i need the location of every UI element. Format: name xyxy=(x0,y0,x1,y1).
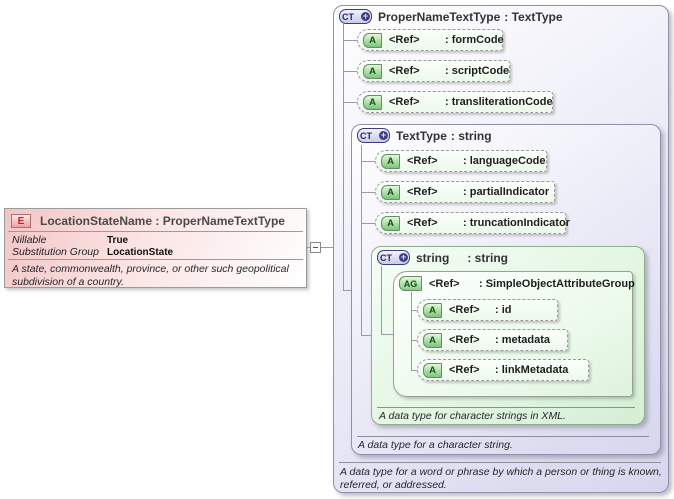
complex-type-icon: CT+ xyxy=(357,128,390,143)
attribute-row-partialIndicator[interactable]: A <Ref> : partialIndicator xyxy=(375,181,555,203)
attribute-name: : formCode xyxy=(445,34,504,46)
attribute-name: : truncationIndicator xyxy=(463,217,570,229)
type-base: : string xyxy=(467,250,509,265)
property-label: Substitution Group xyxy=(12,246,99,258)
attribute-name: : linkMetadata xyxy=(495,364,569,376)
header-ProperNameTextType: CT+ ProperNameTextType : TextType xyxy=(339,9,563,24)
attribute-icon: A xyxy=(363,94,382,110)
element-box-LocationStateName[interactable]: E LocationStateName : ProperNameTextType… xyxy=(4,208,307,288)
attribute-name: : partialIndicator xyxy=(463,186,550,198)
ref-label: <Ref> xyxy=(407,217,438,229)
element-title: LocationStateName : ProperNameTextType xyxy=(40,214,285,228)
annotation-separator xyxy=(339,462,661,463)
plus-badge-icon: + xyxy=(379,130,388,140)
attribute-icon: A xyxy=(363,63,382,79)
type-name: TextType xyxy=(396,128,447,143)
property-value: True xyxy=(107,235,129,246)
type-name: string xyxy=(416,250,450,265)
attribute-name: : transliterationCode xyxy=(445,96,553,108)
attribute-icon: A xyxy=(381,215,400,231)
ref-label: <Ref> xyxy=(389,34,420,46)
complex-type-icon: CT+ xyxy=(339,9,372,24)
attribute-row-formCode[interactable]: A <Ref> : formCode xyxy=(357,29,504,51)
divider xyxy=(8,231,303,232)
connector-line xyxy=(343,40,357,41)
header-SimpleObjectAttributeGroup: AG <Ref> : SimpleObjectAttributeGroup xyxy=(399,276,635,291)
attribute-name: : scriptCode xyxy=(445,65,510,77)
ref-label: <Ref> xyxy=(389,65,420,77)
connector-line xyxy=(343,102,357,103)
attribute-row-truncationIndicator[interactable]: A <Ref> : truncationIndicator xyxy=(375,212,570,234)
annotation-separator xyxy=(357,436,649,437)
element-icon: E xyxy=(11,214,31,228)
annotation-ProperNameTextType: A data type for a word or phrase by whic… xyxy=(340,466,662,491)
connector-line xyxy=(411,370,417,371)
connector-line xyxy=(411,310,417,311)
plus-badge-icon: + xyxy=(361,11,370,21)
property-label: Nillable xyxy=(12,234,47,246)
header-string: CT+ string : string xyxy=(377,250,508,265)
complex-type-icon: CT+ xyxy=(377,250,410,265)
connector-line xyxy=(361,223,375,224)
attribute-row-id[interactable]: A <Ref> : id xyxy=(417,299,558,321)
attribute-group-name: : SimpleObjectAttributeGroup xyxy=(479,277,635,290)
property-value: LocationState xyxy=(107,247,174,258)
ref-label: <Ref> xyxy=(449,304,480,316)
connector-line xyxy=(361,192,375,193)
property-row-substitution-group: Substitution Group LocationState xyxy=(12,246,299,258)
ref-label: <Ref> xyxy=(389,96,420,108)
attribute-row-languageCode[interactable]: A <Ref> : languageCode xyxy=(375,150,547,172)
connector-line xyxy=(411,292,412,370)
attribute-icon: A xyxy=(423,332,442,348)
ref-label: <Ref> xyxy=(407,186,438,198)
connector-line xyxy=(361,161,375,162)
annotation-TextType: A data type for a character string. xyxy=(358,439,513,451)
annotation-separator xyxy=(377,407,635,408)
annotation-string: A data type for character strings in XML… xyxy=(379,410,566,422)
attribute-row-scriptCode[interactable]: A <Ref> : scriptCode xyxy=(357,60,510,82)
plus-badge-icon: + xyxy=(399,252,408,262)
connector-line xyxy=(343,24,344,290)
attribute-row-metadata[interactable]: A <Ref> : metadata xyxy=(417,329,568,351)
attribute-name: : languageCode xyxy=(463,155,546,167)
element-header: E LocationStateName : ProperNameTextType xyxy=(5,209,306,231)
attribute-group-icon: AG xyxy=(399,276,422,291)
connector-line xyxy=(361,335,371,336)
attribute-icon: A xyxy=(423,302,442,318)
ref-label: <Ref> xyxy=(449,334,480,346)
ref-label: <Ref> xyxy=(429,277,460,290)
divider xyxy=(8,259,303,260)
connector-line xyxy=(381,266,382,334)
connector-line xyxy=(411,340,417,341)
element-properties: Nillable True Substitution Group Locatio… xyxy=(5,232,306,259)
ref-label: <Ref> xyxy=(449,364,480,376)
attribute-icon: A xyxy=(381,153,400,169)
attribute-name: : id xyxy=(495,304,512,316)
attribute-row-linkMetadata[interactable]: A <Ref> : linkMetadata xyxy=(417,359,589,381)
annotation-LocationStateName: A state, commonwealth, province, or othe… xyxy=(12,263,289,289)
attribute-row-transliterationCode[interactable]: A <Ref> : transliterationCode xyxy=(357,91,553,113)
attribute-icon: A xyxy=(381,184,400,200)
property-row-nillable: Nillable True xyxy=(12,234,299,246)
attribute-icon: A xyxy=(363,32,382,48)
header-TextType: CT+ TextType : string xyxy=(357,128,492,143)
attribute-icon: A xyxy=(423,362,442,378)
type-base: : TextType xyxy=(504,9,563,24)
connector-line xyxy=(361,145,362,335)
collapse-toggle[interactable] xyxy=(310,242,321,253)
connector-line xyxy=(381,334,393,335)
type-name: ProperNameTextType xyxy=(378,9,501,24)
minus-icon xyxy=(313,247,318,248)
type-base: : string xyxy=(450,128,492,143)
ref-label: <Ref> xyxy=(407,155,438,167)
connector-line xyxy=(343,71,357,72)
attribute-name: : metadata xyxy=(495,334,551,346)
connector-line xyxy=(343,290,351,291)
